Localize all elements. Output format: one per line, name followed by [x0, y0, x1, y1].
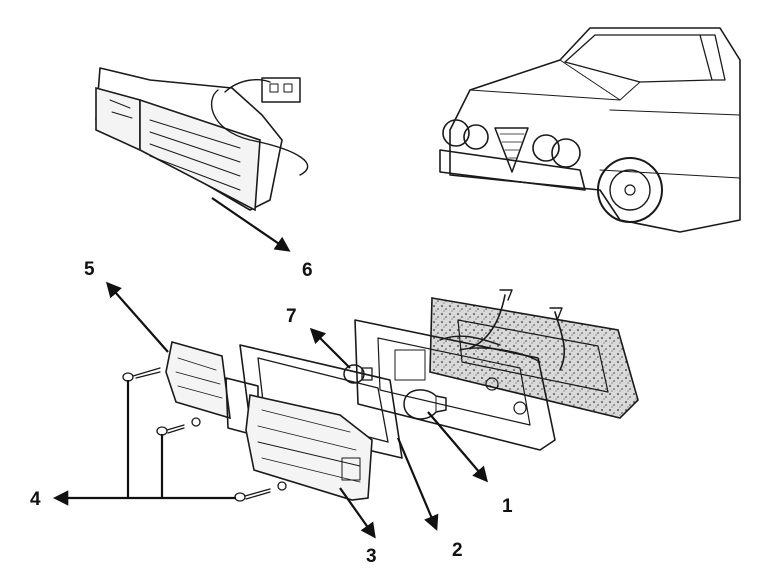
callout-5: 5 — [84, 259, 95, 280]
callout-7: 7 — [286, 306, 297, 327]
rear-gasket — [429, 297, 639, 419]
car-illustration — [439, 27, 741, 233]
assembled-indicator-lamp — [95, 67, 309, 212]
screw-middle — [156, 417, 201, 436]
lens-gasket — [239, 344, 403, 459]
small-lens — [165, 340, 231, 420]
callout-3: 3 — [366, 546, 377, 567]
leader-lines — [52, 197, 488, 539]
callout-2: 2 — [452, 540, 463, 561]
main-lens — [245, 394, 373, 501]
screw-lower — [234, 481, 287, 502]
callout-1: 1 — [502, 496, 513, 517]
bulb-large — [403, 389, 447, 420]
screw-upper — [122, 367, 161, 382]
callout-4: 4 — [30, 489, 41, 510]
callout-6: 6 — [302, 260, 313, 281]
lamp-body — [354, 289, 565, 451]
